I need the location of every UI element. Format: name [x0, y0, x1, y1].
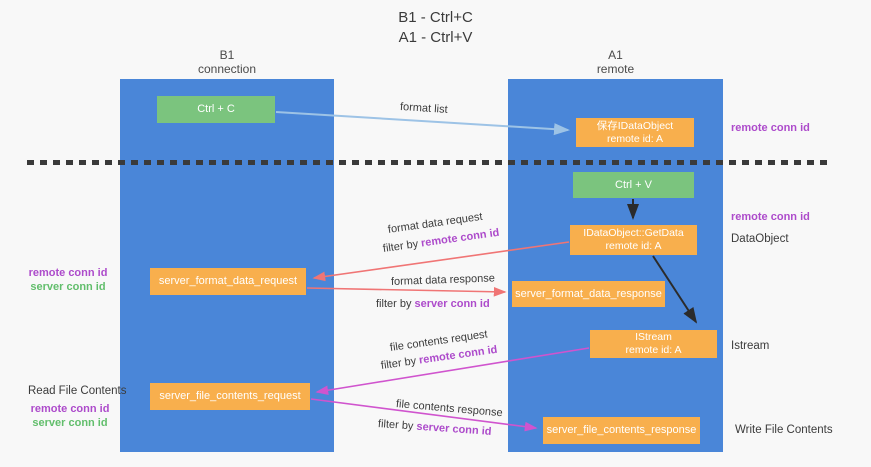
ctrl-c-label: Ctrl + C: [197, 103, 235, 115]
getdata-line1: IDataObject::GetData: [583, 227, 684, 239]
file-contents-response-label: file contents response: [395, 398, 504, 420]
ctrl-v-node: Ctrl + V: [573, 172, 694, 198]
remote-conn-id-left-2: remote conn id: [30, 403, 110, 415]
filter-key-2: server conn id: [414, 298, 490, 310]
lane-b1-role: connection: [197, 62, 257, 76]
server-file-contents-response-node: server_file_contents_response: [543, 417, 700, 444]
server-conn-id-left-1: server conn id: [30, 281, 106, 293]
istream-annotation: Istream: [731, 340, 770, 352]
server-format-data-request-label: server_format_data_request: [158, 275, 298, 287]
istream-node: IStream remote id: A: [590, 330, 717, 358]
lane-header-a1: A1 remote: [508, 48, 723, 76]
ctrl-v-label: Ctrl + V: [615, 178, 652, 191]
remote-conn-id-right-top: remote conn id: [731, 122, 810, 134]
format-data-response-label: format data response: [390, 272, 496, 288]
lane-header-b1: B1 connection: [120, 48, 334, 76]
save-dataobject-line2: remote id: A: [606, 132, 664, 145]
read-file-contents-annotation: Read File Contents: [28, 385, 127, 397]
save-dataobject-line1: 保存IDataObject: [596, 119, 674, 132]
server-format-data-response-label: server_format_data_response: [515, 287, 662, 300]
istream-line2: remote id: A: [625, 344, 682, 356]
lane-b1-name: B1: [219, 48, 235, 62]
filter-key-1: remote conn id: [420, 226, 501, 250]
filter-by-text-2: filter by: [376, 298, 415, 310]
dataobject-annotation: DataObject: [731, 233, 789, 245]
diagram-title: B1 - Ctrl+C A1 - Ctrl+V: [0, 8, 871, 48]
format-data-response-filter-label: filter by server conn id: [376, 298, 490, 310]
file-contents-response-filter-label: filter by server conn id: [378, 418, 492, 438]
getdata-line2: remote id: A: [605, 240, 662, 252]
write-file-contents-annotation: Write File Contents: [735, 424, 833, 436]
server-file-contents-response-label: server_file_contents_response: [546, 424, 697, 436]
getdata-node: IDataObject::GetData remote id: A: [570, 225, 697, 255]
remote-conn-id-left-1: remote conn id: [28, 267, 108, 279]
left-conn-ids-block-2: remote conn id server conn id: [24, 402, 116, 430]
save-dataobject-node: 保存IDataObject remote id: A: [576, 118, 694, 147]
filter-by-text-3: filter by: [380, 354, 420, 372]
server-file-contents-request-label: server_file_contents_request: [159, 390, 301, 402]
title-line-2: A1 - Ctrl+V: [398, 29, 473, 46]
server-conn-id-left-2: server conn id: [32, 417, 108, 429]
ctrl-c-node: Ctrl + C: [157, 96, 275, 123]
filter-by-text-1: filter by: [382, 237, 422, 255]
server-file-contents-request-node: server_file_contents_request: [150, 383, 310, 410]
istream-line1: IStream: [635, 331, 672, 343]
filter-key-4: server conn id: [416, 420, 492, 438]
format-data-response-arrow: [306, 286, 507, 297]
title-line-1: B1 - Ctrl+C: [398, 9, 473, 26]
phase-separator-line: [27, 160, 833, 165]
filter-by-text-4: filter by: [377, 418, 417, 433]
left-conn-ids-block-1: remote conn id server conn id: [22, 266, 114, 294]
lane-a1-role: remote: [596, 62, 635, 76]
lane-a1-name: A1: [608, 48, 623, 62]
remote-conn-id-right-mid: remote conn id: [731, 211, 810, 223]
server-format-data-response-node: server_format_data_response: [512, 281, 665, 307]
format-list-label: format list: [399, 101, 448, 116]
server-format-data-request-node: server_format_data_request: [150, 268, 306, 295]
